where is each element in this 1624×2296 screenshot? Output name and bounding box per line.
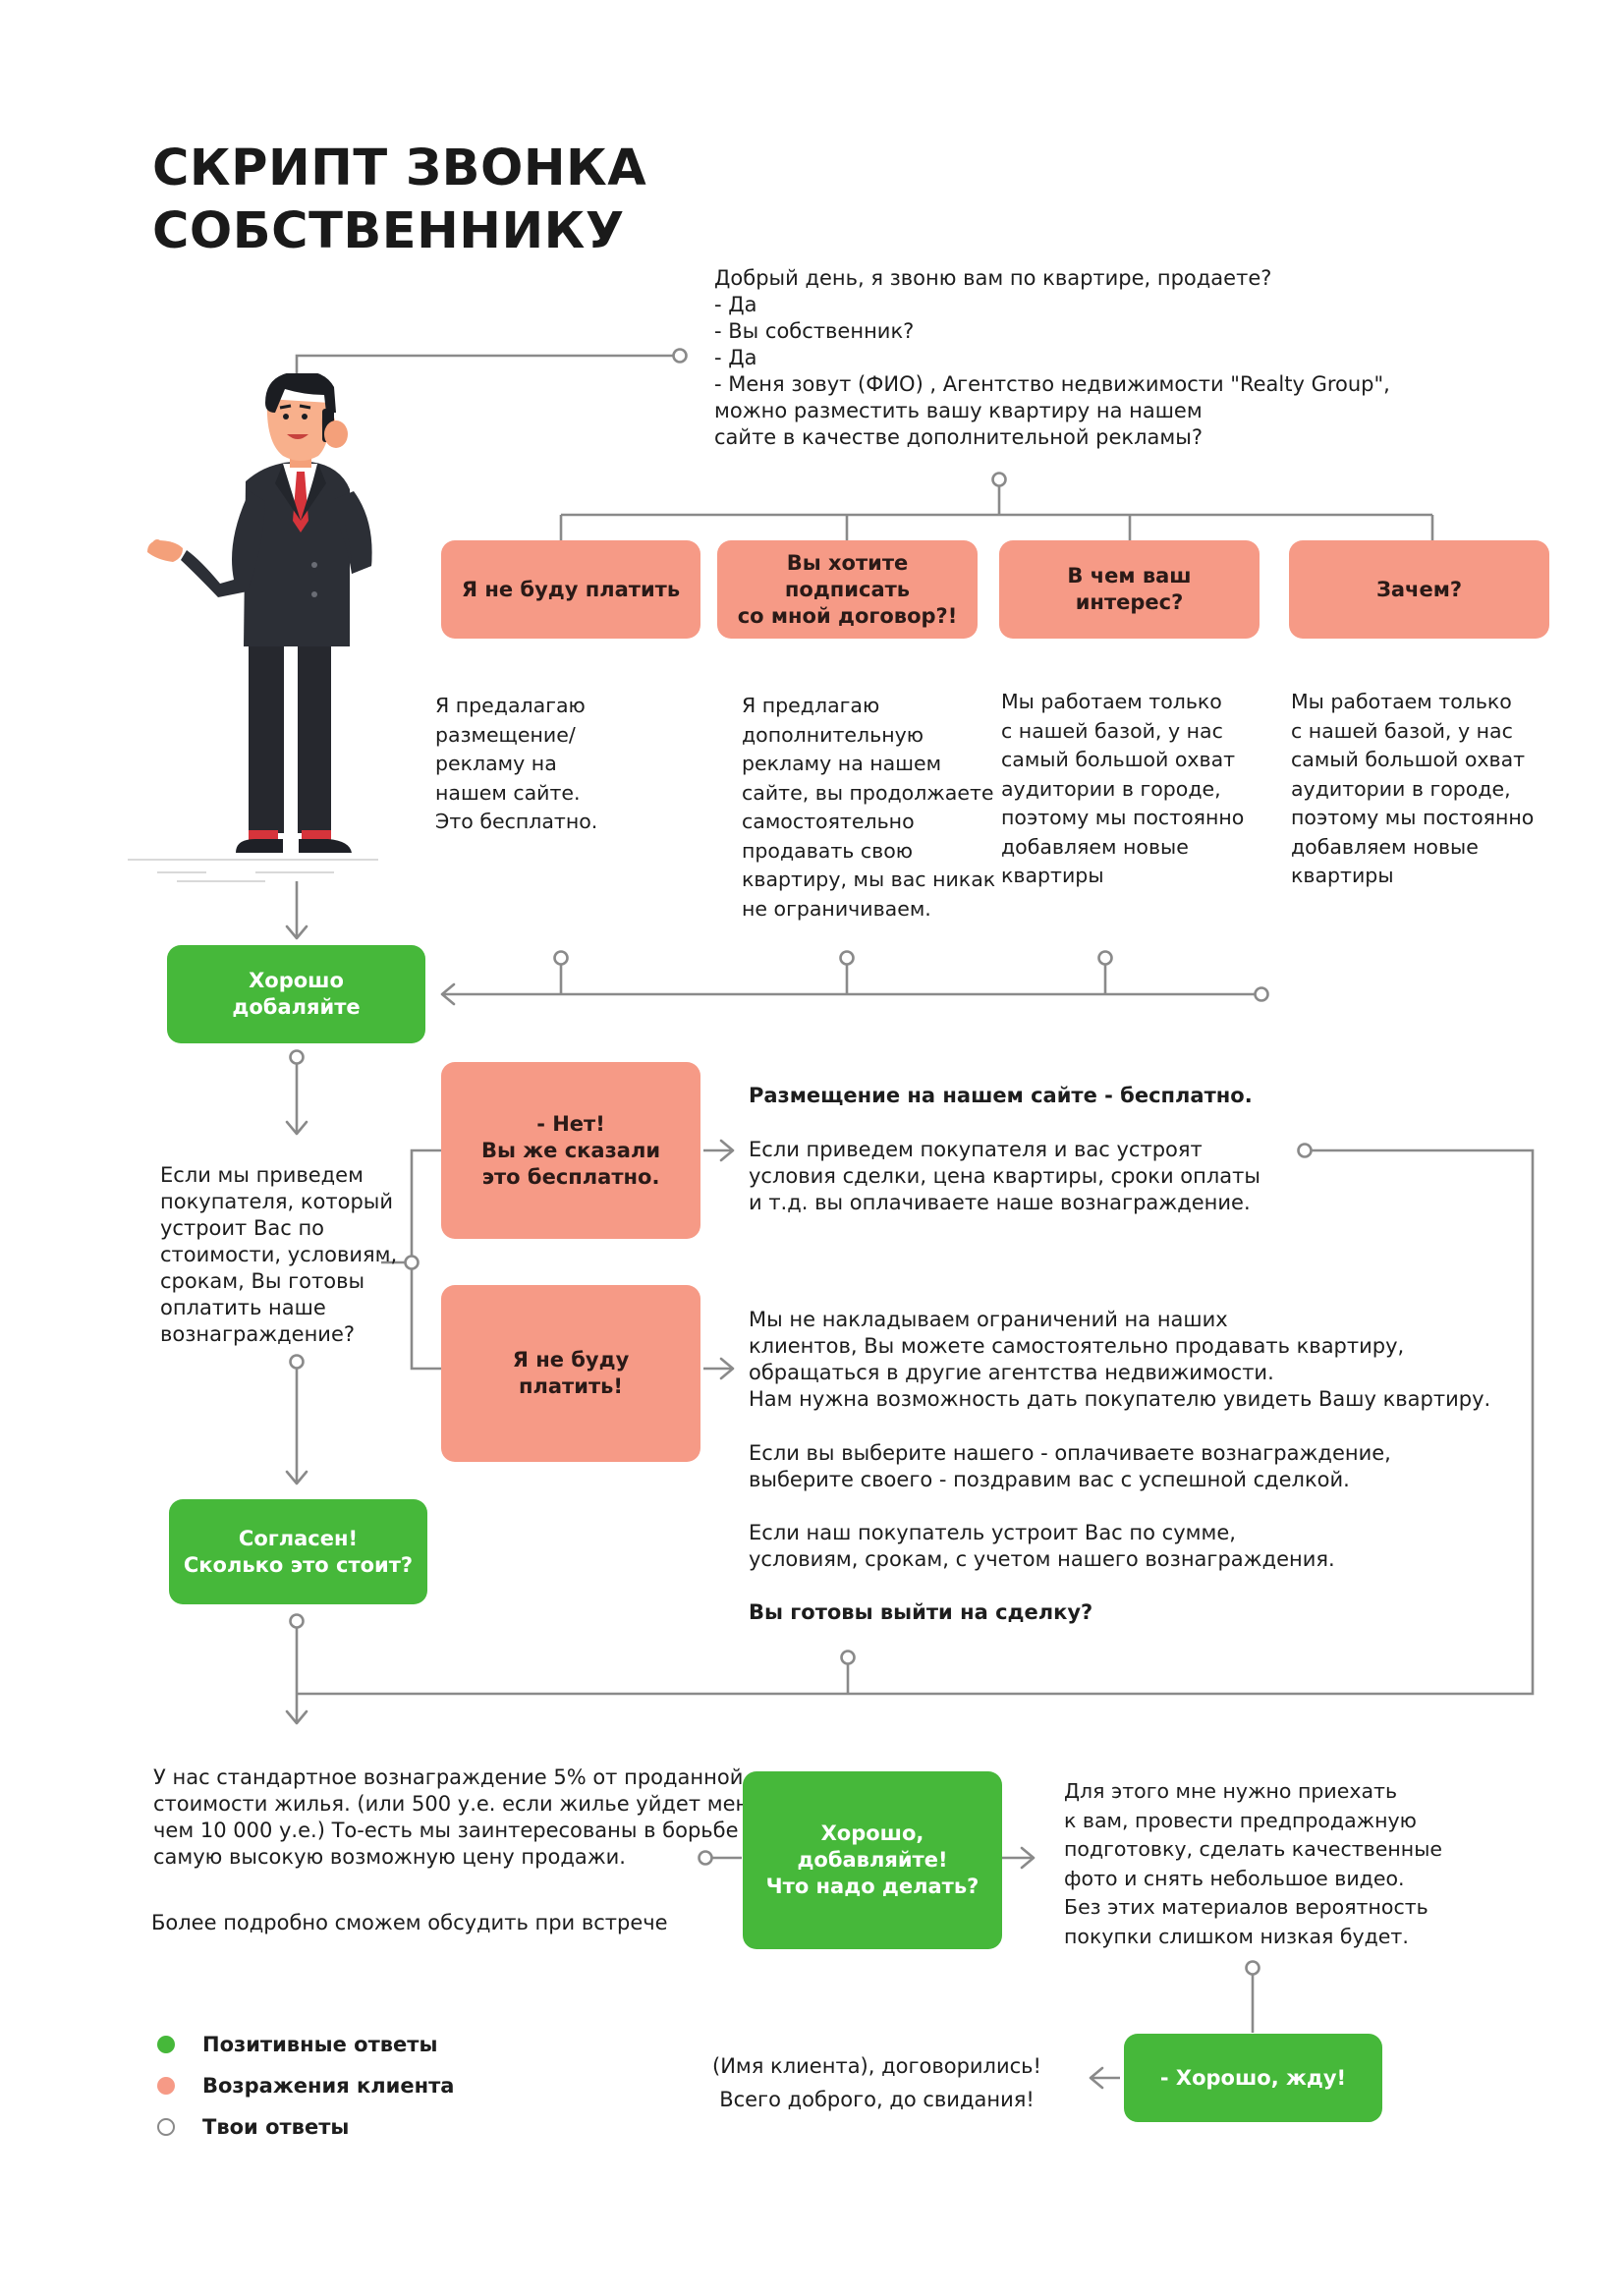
node-intro-branch: [991, 472, 1007, 487]
title-line-1: СКРИПТ ЗВОНКА: [152, 140, 647, 197]
legend-positive: Позитивные ответы: [157, 2033, 437, 2056]
visit-explanation: Для этого мне нужно приехать к вам, пров…: [1064, 1779, 1442, 1948]
arrow-to-agree: [285, 1470, 308, 1485]
arrow-to-ok-add: [285, 924, 308, 940]
arrow-ok-to-visit: [1020, 1846, 1036, 1870]
connector-right-loop: [297, 1148, 1535, 1696]
legend-your-answer-marker: [157, 2118, 175, 2136]
farewell-text: (Имя клиента), договорились! Всего добро…: [712, 2054, 1041, 2111]
objection-contract: Вы хотите подписать со мной договор?!: [717, 540, 978, 639]
legend-objection-label: Возражения клиента: [202, 2074, 455, 2098]
node-fee-question: [289, 1049, 305, 1065]
answer-choose-agent: Если вы выберите нашего - оплачиваете во…: [749, 1441, 1391, 1491]
legend-your-answer: Твои ответы: [157, 2115, 349, 2139]
fee-info: У нас стандартное вознаграждение 5% от п…: [153, 1765, 793, 1869]
node-answer-2: [839, 950, 855, 966]
title-line-2: СОБСТВЕННИКУ: [152, 202, 625, 260]
answer-free-heading: Размещение на нашем сайте - бесплатно.: [749, 1084, 1253, 1107]
page-title: СКРИПТ ЗВОНКА СОБСТВЕННИКУ: [152, 138, 646, 263]
legend-positive-label: Позитивные ответы: [202, 2033, 438, 2056]
node-question-split: [404, 1255, 420, 1270]
objection-interest: В чем ваш интерес?: [999, 540, 1260, 639]
node-agree: [289, 1354, 305, 1370]
legend-your-answer-label: Твои ответы: [202, 2115, 350, 2139]
answer-ready-deal: Вы готовы выйти на сделку?: [749, 1600, 1093, 1624]
response-why: Мы работаем только с нашей базой, у нас …: [1291, 690, 1535, 887]
node-answer-3: [1097, 950, 1113, 966]
positive-agree-cost: Согласен! Сколько это стоит?: [169, 1499, 427, 1604]
legend-positive-marker: [157, 2036, 175, 2053]
objection-wont-pay: Я не буду платить: [441, 540, 700, 639]
fee-more: Более подробно сможем обсудить при встре…: [151, 1911, 668, 1934]
arrow-to-fee-info: [285, 1709, 308, 1725]
arrow-to-ok-add-left: [440, 982, 456, 1006]
positive-ok-add: Хорошо добаляйте: [167, 945, 425, 1043]
fee-question: Если мы приведем покупателя, который уст…: [160, 1163, 398, 1346]
node-nofree-answer: [1297, 1143, 1313, 1158]
objection-wont-pay-second: Я не буду платить!: [441, 1285, 700, 1462]
arrow-to-farewell: [1089, 2066, 1104, 2090]
positive-wait: - Хорошо, жду!: [1124, 2034, 1382, 2122]
node-answer-1: [553, 950, 569, 966]
node-fee-to-ok: [698, 1850, 713, 1866]
businessman-illustration: [128, 373, 378, 882]
legend-objection: Возражения клиента: [157, 2074, 454, 2098]
objection-why: Зачем?: [1289, 540, 1549, 639]
node-intro: [672, 348, 688, 364]
response-contract: Я предлагаю дополнительную рекламу на на…: [742, 694, 996, 921]
response-wont-pay: Я предалагаю размещение/ рекламу на наше…: [435, 694, 598, 833]
answer-no-limits: Мы не накладываем ограничений на наших к…: [749, 1308, 1491, 1411]
arrow-wontpay-answer: [719, 1357, 735, 1380]
connector-man-to-intro: [295, 354, 674, 378]
positive-ok-what: Хорошо, добавляйте! Что надо делать?: [743, 1771, 1002, 1949]
response-interest: Мы работаем только с нашей базой, у нас …: [1001, 690, 1245, 887]
legend-objection-marker: [157, 2077, 175, 2095]
arrow-to-fee-question: [285, 1120, 308, 1136]
node-visit: [1245, 1960, 1260, 1976]
node-fee-info: [289, 1613, 305, 1629]
objection-said-free: - Нет! Вы же сказали это бесплатно.: [441, 1062, 700, 1239]
arrow-nofree-answer: [719, 1139, 735, 1162]
intro-script: Добрый день, я звоню вам по квартире, пр…: [714, 266, 1390, 449]
answer-free-text: Если приведем покупателя и вас устроят у…: [749, 1138, 1260, 1214]
node-deal-answer: [840, 1650, 856, 1665]
node-answer-4: [1254, 986, 1269, 1002]
answer-buyer-fits: Если наш покупатель устроит Вас по сумме…: [749, 1521, 1335, 1571]
